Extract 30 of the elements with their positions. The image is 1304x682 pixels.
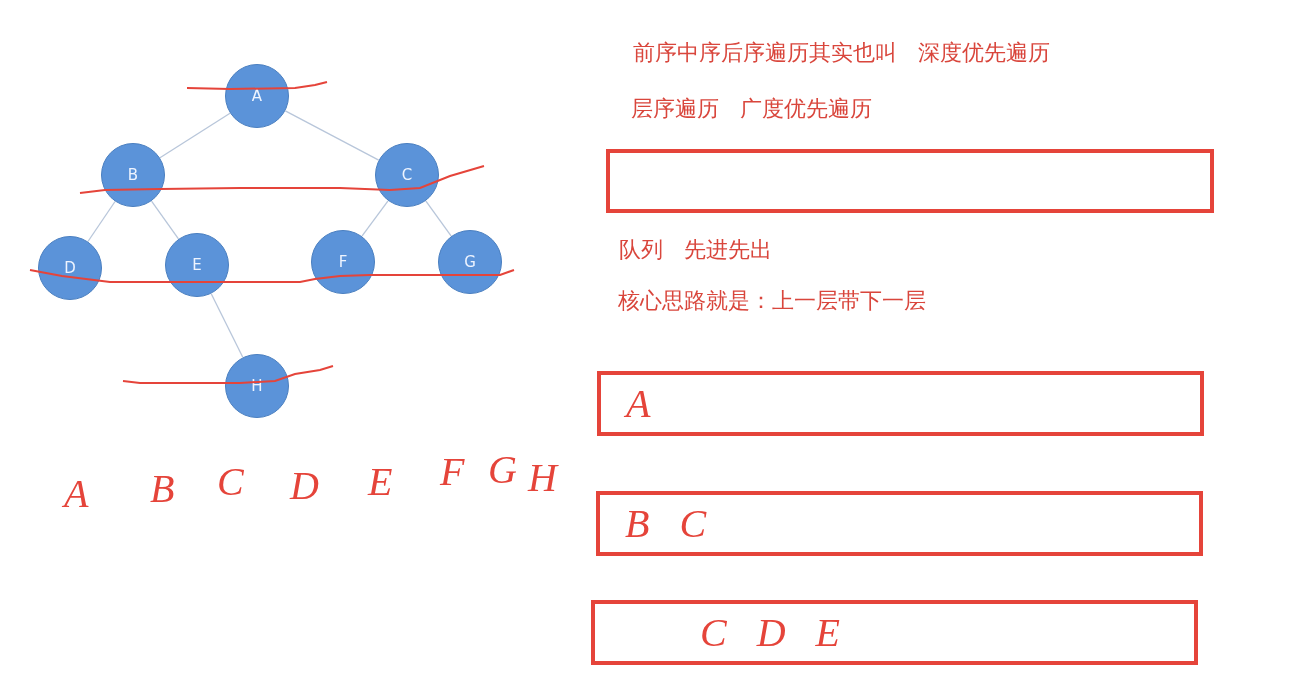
tree-edge	[425, 200, 452, 237]
tree-node-circle: D	[38, 236, 102, 300]
handwritten-letter: A	[64, 470, 89, 517]
tree-edge	[210, 293, 244, 358]
tree-node-circle: F	[311, 230, 375, 294]
handwritten-letter: G	[488, 446, 517, 493]
tree-edge	[284, 110, 380, 161]
handwritten-letter: E	[368, 458, 393, 505]
handwritten-letter: B	[150, 465, 175, 512]
tree-node-circle: B	[101, 143, 165, 207]
tree-edge	[87, 200, 116, 243]
note-text: 层序遍历 广度优先遍历	[631, 95, 872, 123]
note-text: 队列 先进先出	[619, 236, 772, 264]
tree-node-circle: E	[165, 233, 229, 297]
queue-box: A	[597, 371, 1204, 436]
note-text: 核心思路就是：上一层带下一层	[618, 287, 926, 315]
handwritten-letter: H	[528, 454, 557, 501]
tree-edge	[150, 200, 180, 240]
tree-node-circle: A	[225, 64, 289, 128]
queue-box: B C	[596, 491, 1203, 556]
tree-node-circle: G	[438, 230, 502, 294]
note-text: 前序中序后序遍历其实也叫 深度优先遍历	[633, 39, 1050, 67]
handwritten-letter: C	[217, 458, 244, 505]
tree-node-circle: C	[375, 143, 439, 207]
handwritten-letter: F	[440, 448, 465, 495]
queue-box: C D E	[591, 600, 1198, 665]
empty-box	[606, 149, 1214, 213]
tree-edge	[361, 200, 389, 237]
tree-edge	[159, 112, 231, 159]
handwritten-letter: D	[290, 462, 319, 509]
